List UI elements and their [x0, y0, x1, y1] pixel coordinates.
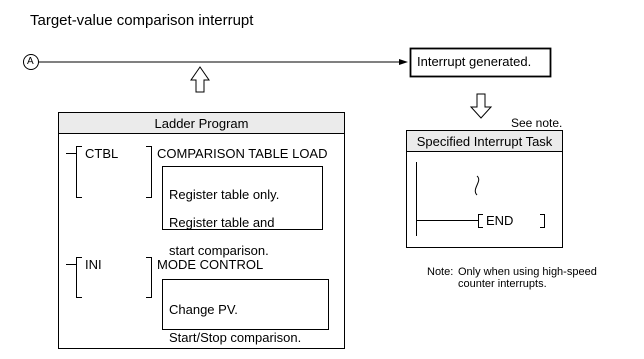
task-omission-mark — [474, 175, 480, 196]
ini-operation-2: Start/Stop comparison. — [169, 330, 302, 345]
ctbl-operation-2: Register table and — [169, 215, 275, 230]
signal-arrowhead — [399, 59, 408, 65]
ini-right-bracket — [146, 257, 152, 298]
ini-left-bracket — [76, 257, 82, 298]
see-note-label: See note. — [511, 116, 563, 130]
marker-label: A — [27, 56, 34, 67]
ini-mnemonic: INI — [85, 257, 102, 272]
end-right-bracket — [540, 214, 545, 228]
interrupt-box-frame — [409, 47, 552, 78]
ini-operations: Change PV. Start/Stop comparison. — [169, 289, 301, 359]
note-line-2: counter interrupts. — [458, 278, 547, 290]
diagram-title: Target-value comparison interrupt — [30, 12, 254, 29]
ini-operation-1: Change PV. — [169, 302, 238, 317]
ctbl-right-bracket — [146, 146, 152, 198]
end-left-bracket — [478, 214, 483, 228]
task-header-fill — [407, 131, 562, 151]
note-line-1: Only when using high-speed — [458, 266, 597, 278]
interrupt-generated-label: Interrupt generated. — [417, 54, 532, 69]
ini-operations-frame — [162, 279, 329, 330]
up-arrow — [190, 66, 210, 93]
ctbl-operation-1: Register table only. — [169, 187, 280, 202]
ctbl-mnemonic: CTBL — [85, 146, 119, 161]
ladder-header-fill — [59, 113, 344, 133]
down-arrow — [469, 93, 493, 119]
note-prefix: Note: — [427, 266, 454, 278]
task-header: Specified Interrupt Task — [416, 134, 553, 149]
ctbl-left-bracket — [76, 146, 82, 198]
ladder-program-header: Ladder Program — [154, 116, 249, 131]
ctbl-operations-frame — [162, 166, 323, 230]
ctbl-instruction-name: COMPARISON TABLE LOAD — [157, 146, 328, 161]
task-end-label: END — [486, 213, 514, 228]
ctbl-operation-3: start comparison. — [169, 243, 269, 258]
ctbl-operations: Register table only. Register table and … — [169, 174, 279, 272]
ini-instruction-name: MODE CONTROL — [157, 257, 264, 272]
